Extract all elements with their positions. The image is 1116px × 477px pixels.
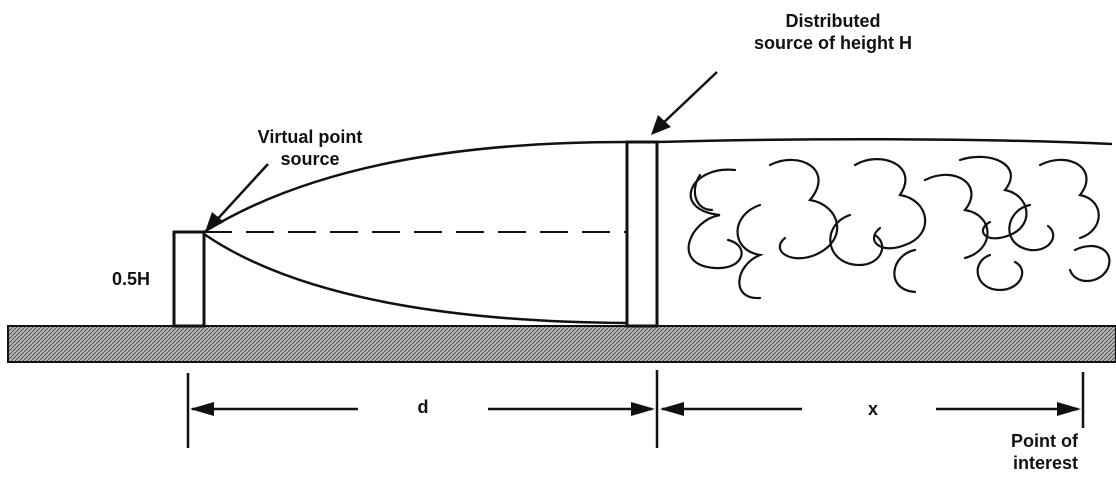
label-half-height: 0.5H [112,269,151,289]
label-virtual-point-source: Virtual point source [243,126,377,170]
dimension-d [186,370,659,448]
label-poi-line1: Point of [1011,431,1078,451]
dimension-x [660,372,1085,428]
label-distance-x: x [867,399,878,419]
plume-upper-boundary [203,140,628,234]
label-distributed-source: Distributed source of height H [738,10,928,54]
label-virtual-line1: Virtual point [257,127,363,147]
virtual-source-stack [172,230,206,328]
plume-lower-boundary [203,232,628,325]
label-point-of-interest: Point of interest [968,430,1078,474]
label-virtual-line2: source [280,149,340,169]
label-distributed-line1: Distributed [785,11,881,31]
arrow-virtual-source [205,163,269,232]
label-distance-d: d [417,397,429,417]
arrow-distributed-source [651,71,718,135]
turbulent-eddies [687,155,1111,300]
label-distributed-line2: source of height H [753,33,912,53]
plume-upper-downwind [656,137,1113,146]
ground [7,325,1116,363]
label-poi-line2: interest [1012,453,1078,473]
distributed-source-stack [625,140,659,328]
